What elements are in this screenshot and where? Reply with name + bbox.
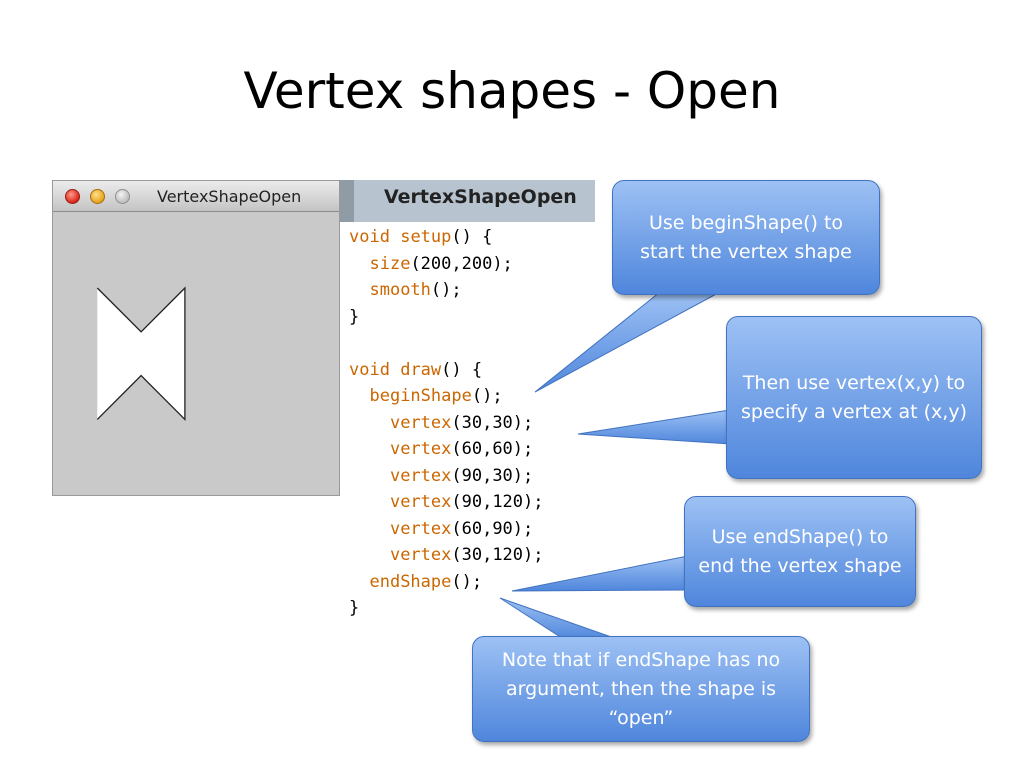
code-line[interactable]: size(200,200); [369,253,513,274]
zoom-window-button[interactable] [115,189,130,204]
callout-note: Note that if endShape has no argument, t… [472,636,810,742]
callout-end-shape: Use endShape() to end the vertex shape [684,496,916,607]
editor-tab-bar: VertexShapeOpen [340,180,595,222]
code-line[interactable]: vertex(60,90); [389,518,534,539]
code-editor[interactable]: VertexShapeOpen void setup() { size(200,… [340,180,595,635]
code-line[interactable]: vertex(30,120); [389,545,544,565]
code-keyword: vertex [389,492,452,512]
code-keyword: beginShape [369,386,472,406]
open-vertex-shape-outline [96,286,186,421]
code-line[interactable]: void setup() { [349,227,493,247]
code-keyword: vertex [389,465,452,486]
code-keyword: vertex [389,518,452,539]
window-title: VertexShapeOpen [157,187,302,206]
code-keyword: endShape [369,571,452,592]
open-vertex-shape [97,288,185,420]
code-line[interactable]: smooth(); [369,280,462,300]
code-line[interactable]: } [349,306,360,327]
code-keyword: draw [400,359,442,380]
code-line[interactable]: vertex(30,30); [389,412,534,433]
callout-tail-begin-shape [534,291,721,393]
slide-title: Vertex shapes - Open [243,62,781,120]
sketch-canvas [96,286,186,421]
code-keyword: void [349,359,390,380]
code-line[interactable]: vertex(90,120); [389,492,544,512]
editor-tab[interactable]: VertexShapeOpen [384,186,577,208]
code-keyword: size [369,253,411,274]
callout-vertex: Then use vertex(x,y) to specify a vertex… [726,316,982,479]
code-line[interactable]: vertex(90,30); [389,465,534,486]
code-keyword: vertex [389,439,452,459]
editor-toolbar-edge [340,180,354,222]
code-keyword: vertex [389,545,452,565]
code-keyword: setup [400,227,452,247]
callout-tail-end-shape [511,555,689,592]
code-keyword: void [349,227,390,247]
code-line[interactable]: } [349,598,360,618]
code-line[interactable]: beginShape(); [369,386,503,406]
callout-tail-vertex [577,409,731,445]
code-line[interactable]: vertex(60,60); [389,439,534,459]
close-window-button[interactable] [65,189,80,204]
callout-tail-note [499,597,621,641]
code-line[interactable]: endShape(); [369,571,483,592]
code-keyword: vertex [389,412,452,433]
minimize-window-button[interactable] [90,189,105,204]
code-keyword: smooth [369,280,431,300]
sketch-window: VertexShapeOpen [52,180,340,496]
code-line[interactable]: void draw() { [349,359,483,380]
callout-begin-shape: Use beginShape() to start the vertex sha… [612,180,880,295]
window-titlebar[interactable]: VertexShapeOpen [53,181,339,212]
code-listing[interactable]: void setup() { size(200,200); smooth(); … [349,224,544,622]
